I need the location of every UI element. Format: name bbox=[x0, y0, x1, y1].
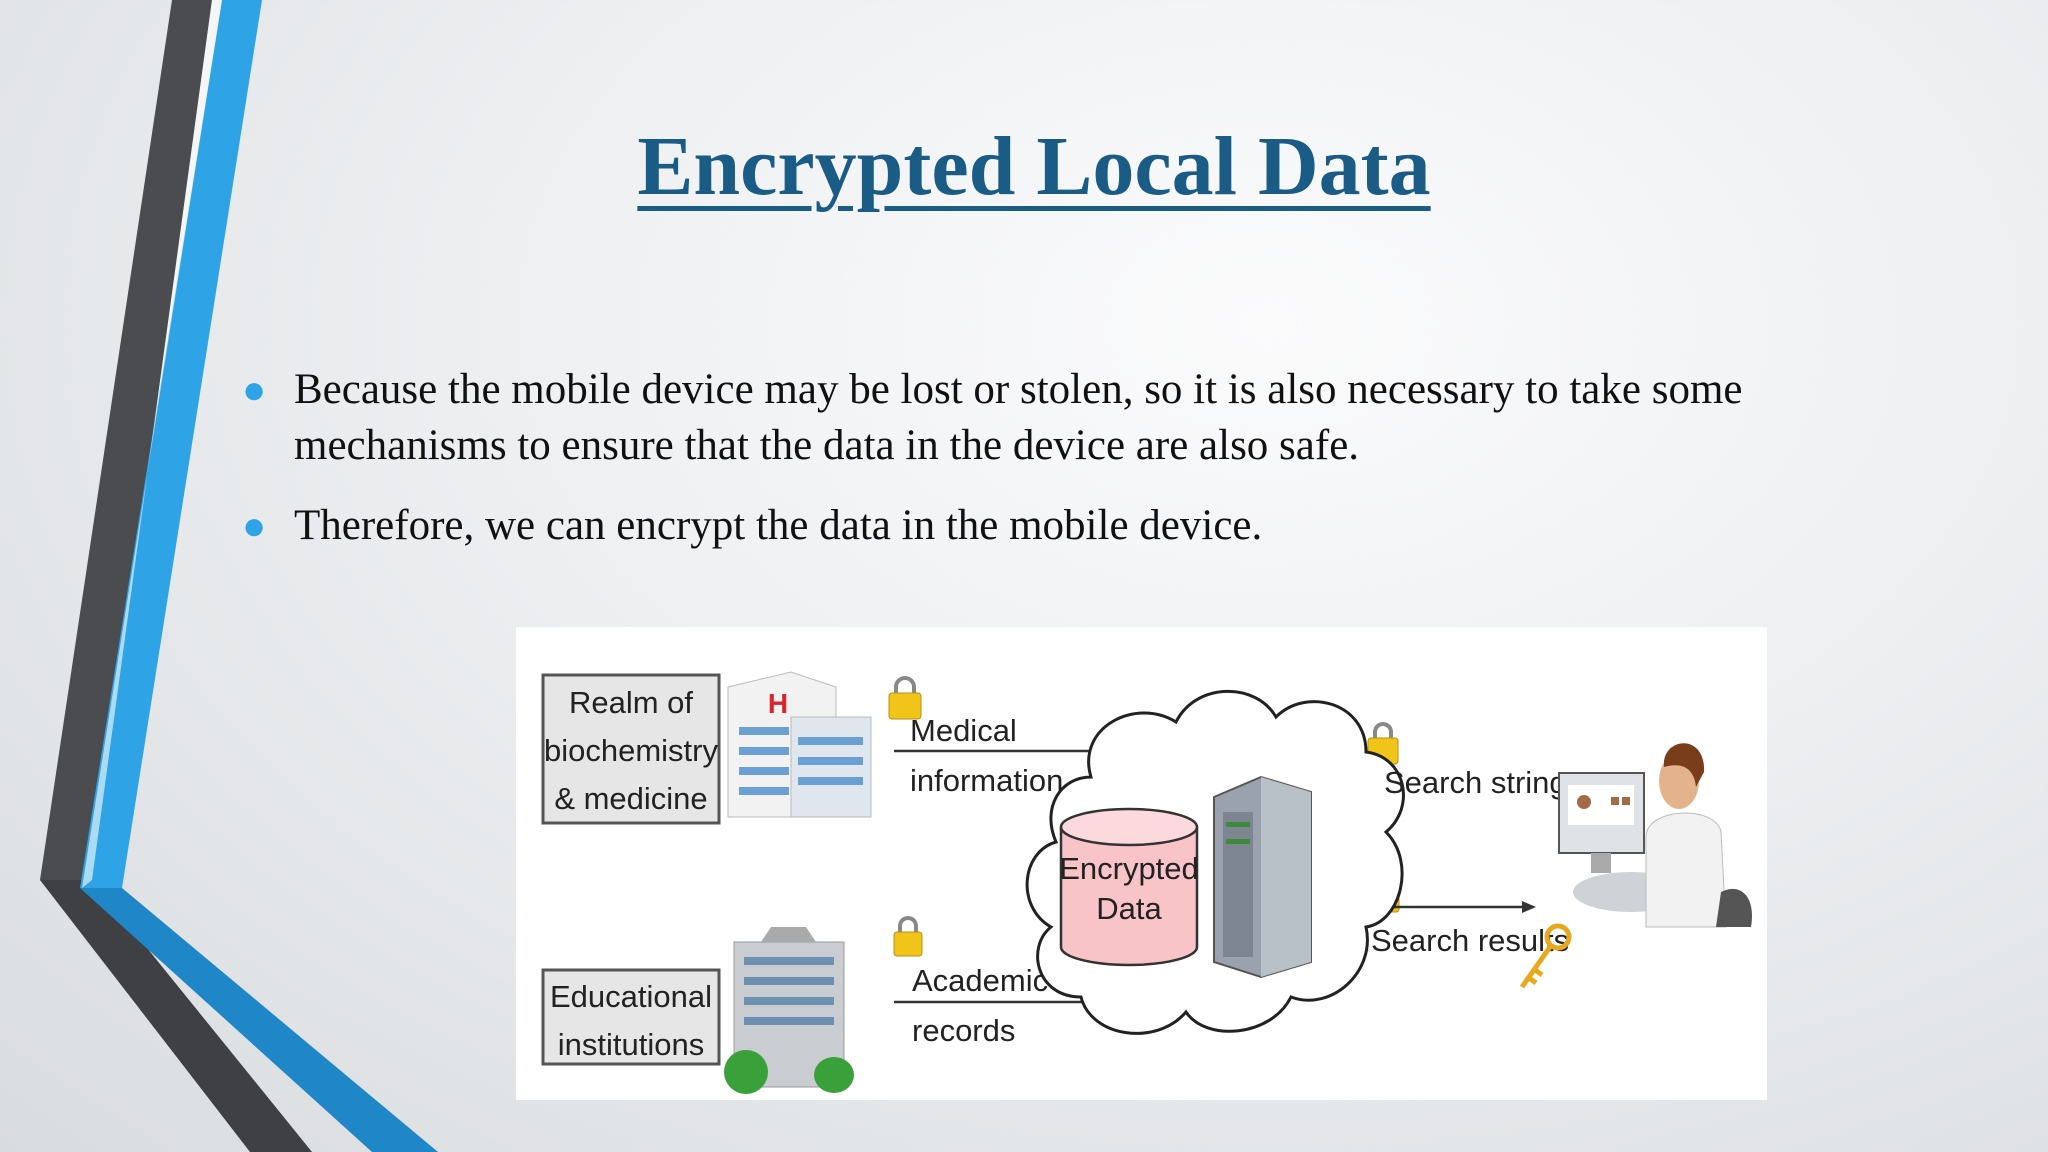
hospital-sign: H bbox=[768, 688, 788, 719]
arrow-right-icon bbox=[1522, 901, 1536, 913]
encryption-diagram: Realm of biochemistry & medicine Educati… bbox=[516, 627, 1767, 1100]
education-box-line2: institutions bbox=[558, 1027, 704, 1062]
search-strings-label: Search strings bbox=[1384, 765, 1582, 800]
bullet-item: ● Therefore, we can encrypt the data in … bbox=[240, 498, 1900, 554]
school-icon bbox=[724, 927, 854, 1094]
medicine-box-line1: Realm of bbox=[569, 685, 693, 720]
medicine-box bbox=[541, 673, 721, 825]
user-computer-icon bbox=[1558, 743, 1752, 928]
server-icon bbox=[1213, 775, 1312, 979]
blue-stripe bbox=[80, 0, 262, 888]
slide-title: Encrypted Local Data bbox=[637, 120, 1431, 213]
bullet-dot-icon: ● bbox=[242, 367, 267, 412]
dark-stripe bbox=[40, 0, 212, 880]
search-results-label: Search results bbox=[1371, 923, 1569, 958]
key-icon bbox=[1519, 923, 1572, 989]
lock-icon bbox=[888, 676, 922, 720]
medical-info-line1: Medical bbox=[910, 713, 1017, 748]
encrypted-data-line2: Data bbox=[1096, 891, 1162, 926]
bullet-item: ●Because the mobile device may be lost o… bbox=[240, 362, 1900, 474]
dark-stripe-lower bbox=[40, 880, 312, 1152]
light-divider bbox=[82, 0, 222, 888]
medicine-box-line3: & medicine bbox=[554, 781, 707, 816]
education-box bbox=[541, 968, 721, 1066]
encrypted-data-line1: Encrypted bbox=[1059, 851, 1199, 886]
academic-line2: records bbox=[912, 1013, 1015, 1048]
database-icon bbox=[1059, 807, 1199, 967]
medicine-box-line2: biochemistry bbox=[544, 733, 718, 768]
bullet-dot-icon: ● bbox=[242, 503, 267, 548]
bullet-list: ●Because the mobile device may be lost o… bbox=[240, 362, 1900, 578]
medical-info-line2: information bbox=[910, 763, 1063, 798]
blue-stripe-lower bbox=[80, 888, 438, 1152]
hospital-icon: H bbox=[727, 671, 872, 818]
academic-line1: Academic bbox=[912, 963, 1048, 998]
education-box-line1: Educational bbox=[550, 979, 712, 1014]
lock-icon bbox=[893, 916, 923, 957]
